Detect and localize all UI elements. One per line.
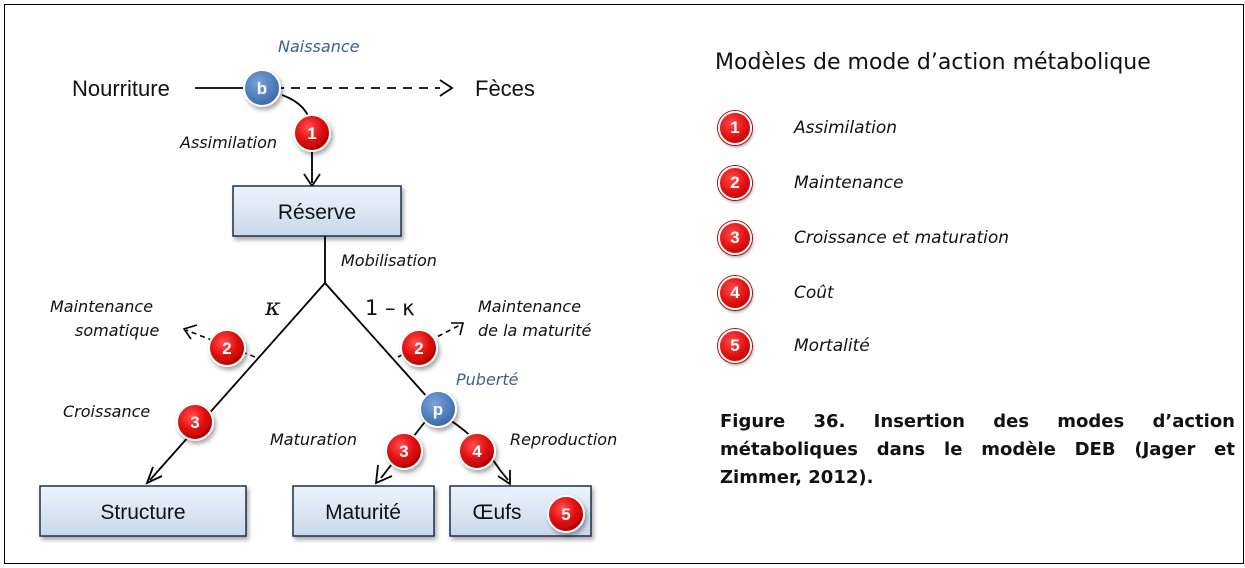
legend-badge: 1 bbox=[718, 111, 752, 145]
badge-maturation: 3 bbox=[385, 432, 423, 470]
legend-item: 4 Coût bbox=[718, 276, 834, 310]
legend-badge: 5 bbox=[718, 329, 752, 363]
legend-badge: 3 bbox=[718, 221, 752, 255]
reproduction-label: Reproduction bbox=[510, 430, 617, 449]
node-b-label: b bbox=[257, 79, 267, 98]
badge-assimilation: 1 bbox=[293, 114, 331, 152]
puberty-node bbox=[419, 390, 457, 428]
kappa-label: κ bbox=[264, 293, 281, 321]
mobilisation-label: Mobilisation bbox=[341, 251, 437, 270]
badge-growth: 3 bbox=[176, 403, 214, 441]
structure-box bbox=[39, 485, 247, 537]
reserve-label: Réserve bbox=[278, 201, 356, 224]
legend-badge: 2 bbox=[718, 166, 752, 200]
maturity-maintenance-arrowhead bbox=[451, 322, 465, 336]
badge-mortality: 5 bbox=[547, 495, 585, 533]
badge-reproduction: 4 bbox=[458, 432, 496, 470]
badge-maturity-maintenance: 2 bbox=[400, 329, 438, 367]
growth-branch-line bbox=[149, 282, 326, 481]
badge-reproduction-number: 4 bbox=[472, 442, 482, 461]
maturity-maintenance-label-2: de la maturité bbox=[478, 321, 592, 340]
food-label: Nourriture bbox=[72, 76, 170, 101]
badge-assimilation-number: 1 bbox=[307, 124, 316, 143]
eggs-arrowhead bbox=[497, 470, 511, 486]
badge-somatic-maintenance-number: 2 bbox=[222, 339, 231, 358]
assimilation-label: Assimilation bbox=[179, 133, 277, 152]
maturity-branch-line bbox=[324, 282, 429, 399]
legend-title: Modèles de mode d’action métabolique bbox=[715, 50, 1151, 75]
legend-item: 3 Croissance et maturation bbox=[718, 221, 1010, 255]
feces-arrowhead bbox=[439, 79, 454, 97]
figure-caption: Figure 36. Insertion des modes d’action … bbox=[720, 411, 1235, 488]
legend-label: Coût bbox=[794, 283, 834, 303]
badge-mortality-number: 5 bbox=[561, 505, 570, 524]
node-p-label: p bbox=[433, 400, 443, 419]
maturity-box bbox=[292, 485, 435, 537]
legend-label: Assimilation bbox=[794, 118, 898, 138]
legend-item: 5 Mortalité bbox=[718, 329, 870, 363]
eggs-label: Œufs bbox=[472, 501, 521, 524]
somatic-maintenance-arrowhead bbox=[182, 324, 198, 340]
badge-maturity-maintenance-number: 2 bbox=[414, 339, 423, 358]
feces-label: Fèces bbox=[475, 76, 535, 101]
legend-label: Croissance et maturation bbox=[794, 228, 1010, 248]
puberty-label: Puberté bbox=[456, 370, 519, 389]
legend-item: 1 Assimilation bbox=[718, 111, 898, 145]
one-minus-kappa-label: 1 – κ bbox=[365, 296, 415, 320]
maturity-arrowhead bbox=[374, 464, 393, 485]
maturity-label: Maturité bbox=[325, 501, 401, 524]
somatic-maintenance-label-1: Maintenance bbox=[50, 297, 153, 316]
growth-label: Croissance bbox=[63, 402, 150, 421]
maturity-maintenance-label-1: Maintenance bbox=[478, 297, 581, 316]
maturation-label: Maturation bbox=[270, 430, 357, 449]
legend-badge: 4 bbox=[718, 276, 752, 310]
figure-frame bbox=[4, 4, 1244, 564]
legend-item: 2 Maintenance bbox=[718, 166, 904, 200]
legend-label: Maintenance bbox=[794, 173, 904, 193]
reserve-box bbox=[232, 185, 402, 237]
badge-maturation-number: 3 bbox=[399, 442, 408, 461]
badge-growth-number: 3 bbox=[190, 413, 199, 432]
badge-somatic-maintenance: 2 bbox=[208, 329, 246, 367]
birth-label: Naissance bbox=[278, 37, 360, 56]
birth-node bbox=[243, 69, 281, 107]
structure-label: Structure bbox=[100, 501, 185, 524]
legend-label: Mortalité bbox=[794, 336, 870, 356]
somatic-maintenance-label-2: somatique bbox=[75, 321, 160, 340]
structure-arrowhead bbox=[145, 466, 163, 485]
